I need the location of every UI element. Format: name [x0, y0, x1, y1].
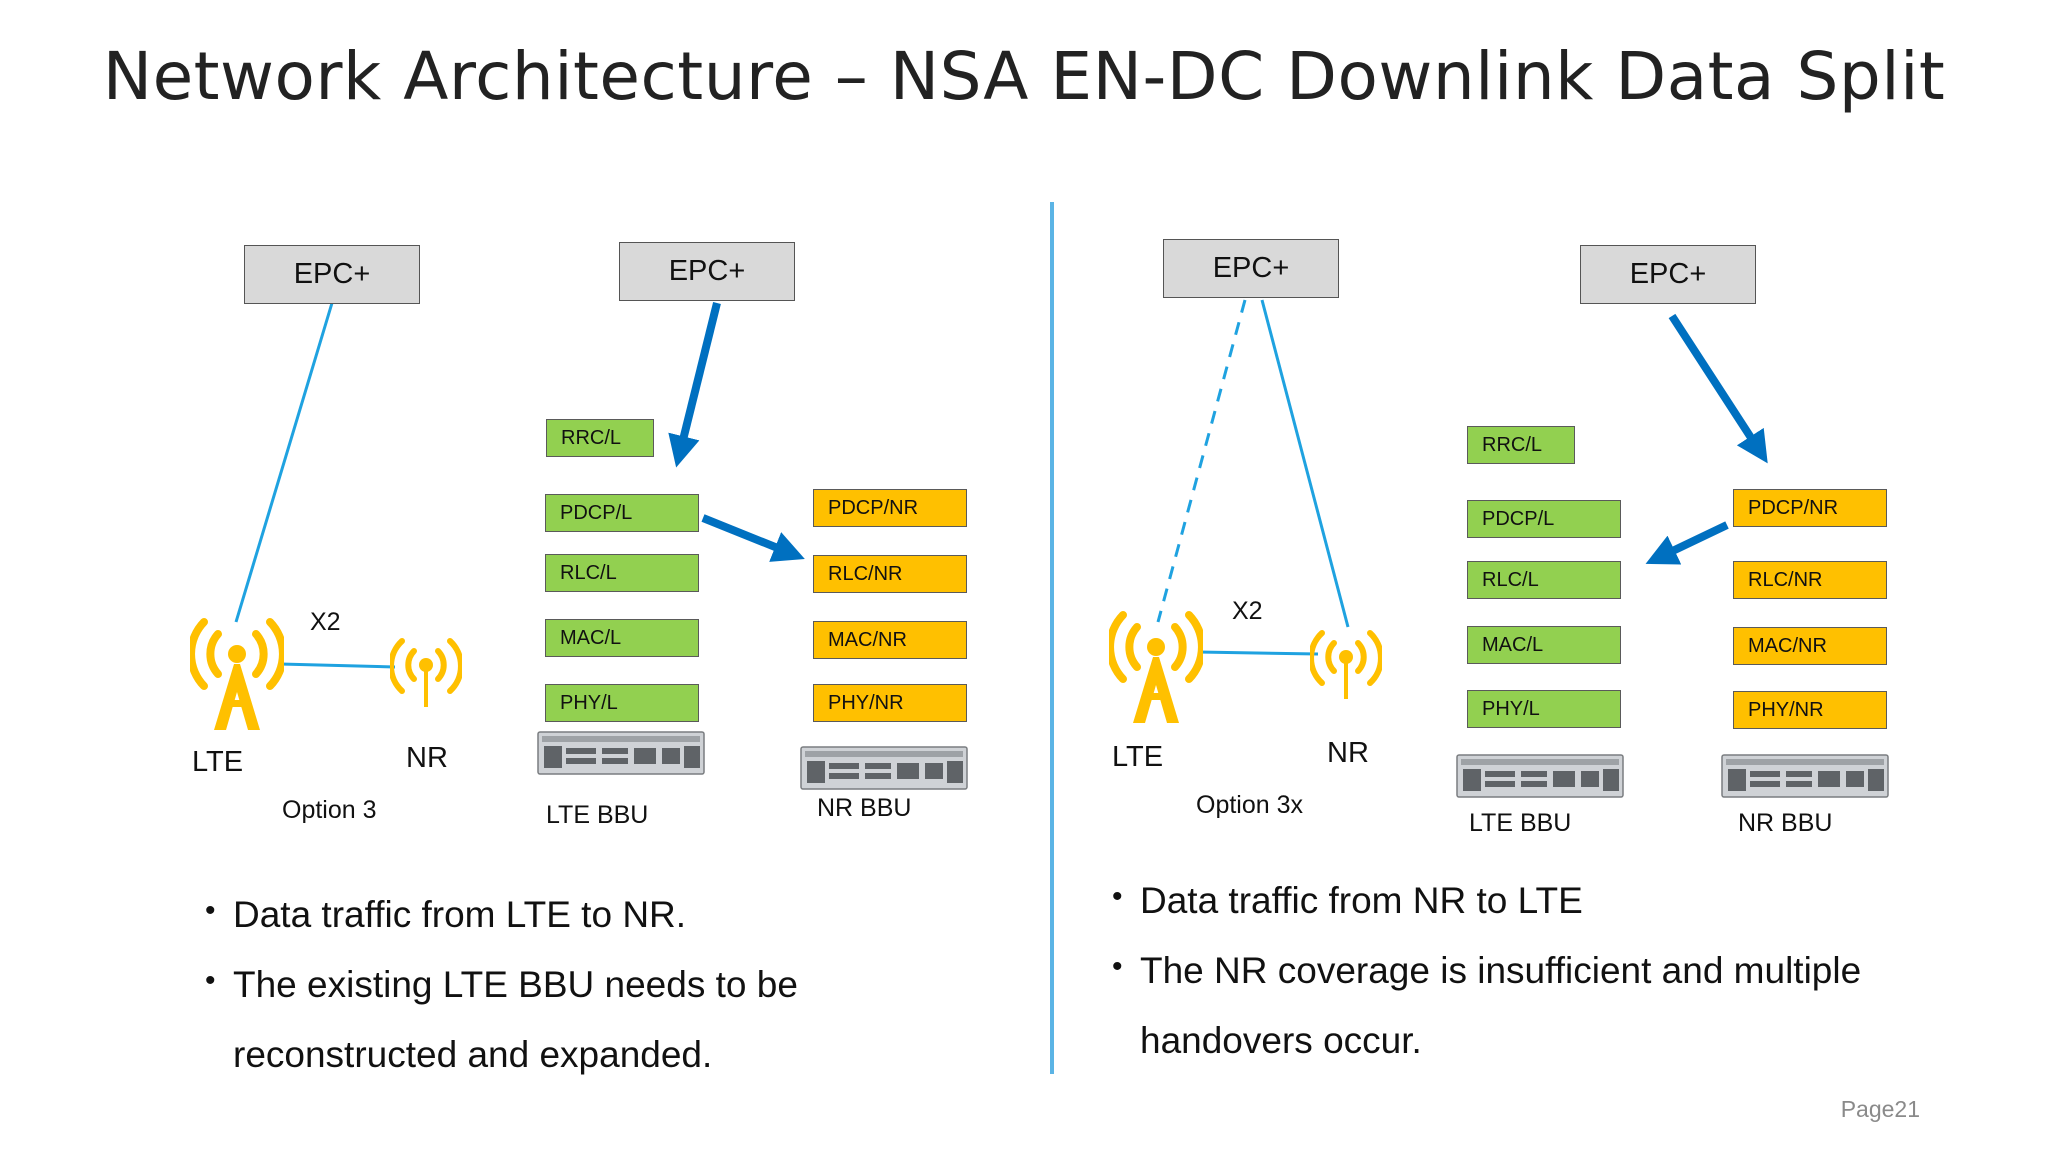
- s1-dashed-line: [1156, 299, 1247, 623]
- bbu-chassis-icon: [799, 743, 969, 793]
- rlc-nr-layer: RLC/NR: [813, 555, 967, 593]
- x2-label: X2: [310, 608, 341, 636]
- epc-box: EPC+: [619, 242, 795, 301]
- x2-link-line-3x: [1197, 650, 1319, 656]
- x2-link-line: [279, 662, 396, 669]
- lte-tower-icon: [1106, 605, 1206, 725]
- bbu-chassis-icon: [1720, 751, 1890, 801]
- nr-bbu-label: NR BBU: [1738, 809, 1833, 837]
- epc-box: EPC+: [244, 245, 420, 304]
- bbu-chassis-icon: [1455, 751, 1625, 801]
- phy-l-layer: PHY/L: [1467, 690, 1621, 728]
- rrc-l-layer: RRC/L: [546, 419, 654, 457]
- epc-box: EPC+: [1580, 245, 1756, 304]
- pdcp-nr-to-lte-arrow: [1645, 521, 1729, 565]
- s1-link-line: [234, 302, 334, 623]
- pdcp-l-layer: PDCP/L: [545, 494, 699, 532]
- mac-l-layer: MAC/L: [1467, 626, 1621, 664]
- pdcp-split-arrow: [701, 514, 805, 562]
- rrc-l-layer: RRC/L: [1467, 426, 1575, 464]
- nr-antenna-icon: [1308, 625, 1384, 701]
- bullet-item: •Data traffic from NR to LTE: [1112, 880, 1583, 921]
- nr-label: NR: [406, 742, 448, 774]
- option-caption: Option 3: [282, 796, 377, 824]
- mac-nr-layer: MAC/NR: [1733, 627, 1887, 665]
- nr-bbu-label: NR BBU: [817, 794, 912, 822]
- phy-nr-layer: PHY/NR: [1733, 691, 1887, 729]
- epc-to-pdcp-nr-arrow: [1668, 313, 1768, 464]
- mac-l-layer: MAC/L: [545, 619, 699, 657]
- pdcp-l-layer: PDCP/L: [1467, 500, 1621, 538]
- bbu-chassis-icon: [536, 728, 706, 778]
- section-divider: [1050, 202, 1054, 1074]
- s1u-nr-line: [1260, 299, 1350, 628]
- lte-label: LTE: [1112, 741, 1164, 773]
- page-title: Network Architecture – NSA EN-DC Downlin…: [102, 38, 1946, 115]
- pdcp-nr-layer: PDCP/NR: [1733, 489, 1887, 527]
- rlc-l-layer: RLC/L: [1467, 561, 1621, 599]
- nr-label: NR: [1327, 737, 1369, 769]
- bullet-item: handovers occur.: [1140, 1020, 1422, 1061]
- bullet-item: reconstructed and expanded.: [233, 1034, 713, 1075]
- epc-to-pdcp-arrow: [668, 302, 721, 468]
- phy-nr-layer: PHY/NR: [813, 684, 967, 722]
- nr-antenna-icon: [388, 633, 464, 709]
- x2-label: X2: [1232, 597, 1263, 625]
- phy-l-layer: PHY/L: [545, 684, 699, 722]
- rlc-nr-layer: RLC/NR: [1733, 561, 1887, 599]
- pdcp-nr-layer: PDCP/NR: [813, 489, 967, 527]
- lte-bbu-label: LTE BBU: [1469, 809, 1572, 837]
- option-caption: Option 3x: [1196, 791, 1304, 819]
- lte-bbu-label: LTE BBU: [546, 801, 649, 829]
- mac-nr-layer: MAC/NR: [813, 621, 967, 659]
- bullet-item: •Data traffic from LTE to NR.: [205, 894, 687, 935]
- rlc-l-layer: RLC/L: [545, 554, 699, 592]
- lte-tower-icon: [187, 612, 287, 732]
- page-number: Page21: [1840, 1096, 1920, 1122]
- lte-label: LTE: [192, 746, 244, 778]
- epc-box: EPC+: [1163, 239, 1339, 298]
- bullet-item: •The NR coverage is insufficient and mul…: [1112, 950, 1862, 991]
- bullet-item: •The existing LTE BBU needs to be: [205, 964, 798, 1005]
